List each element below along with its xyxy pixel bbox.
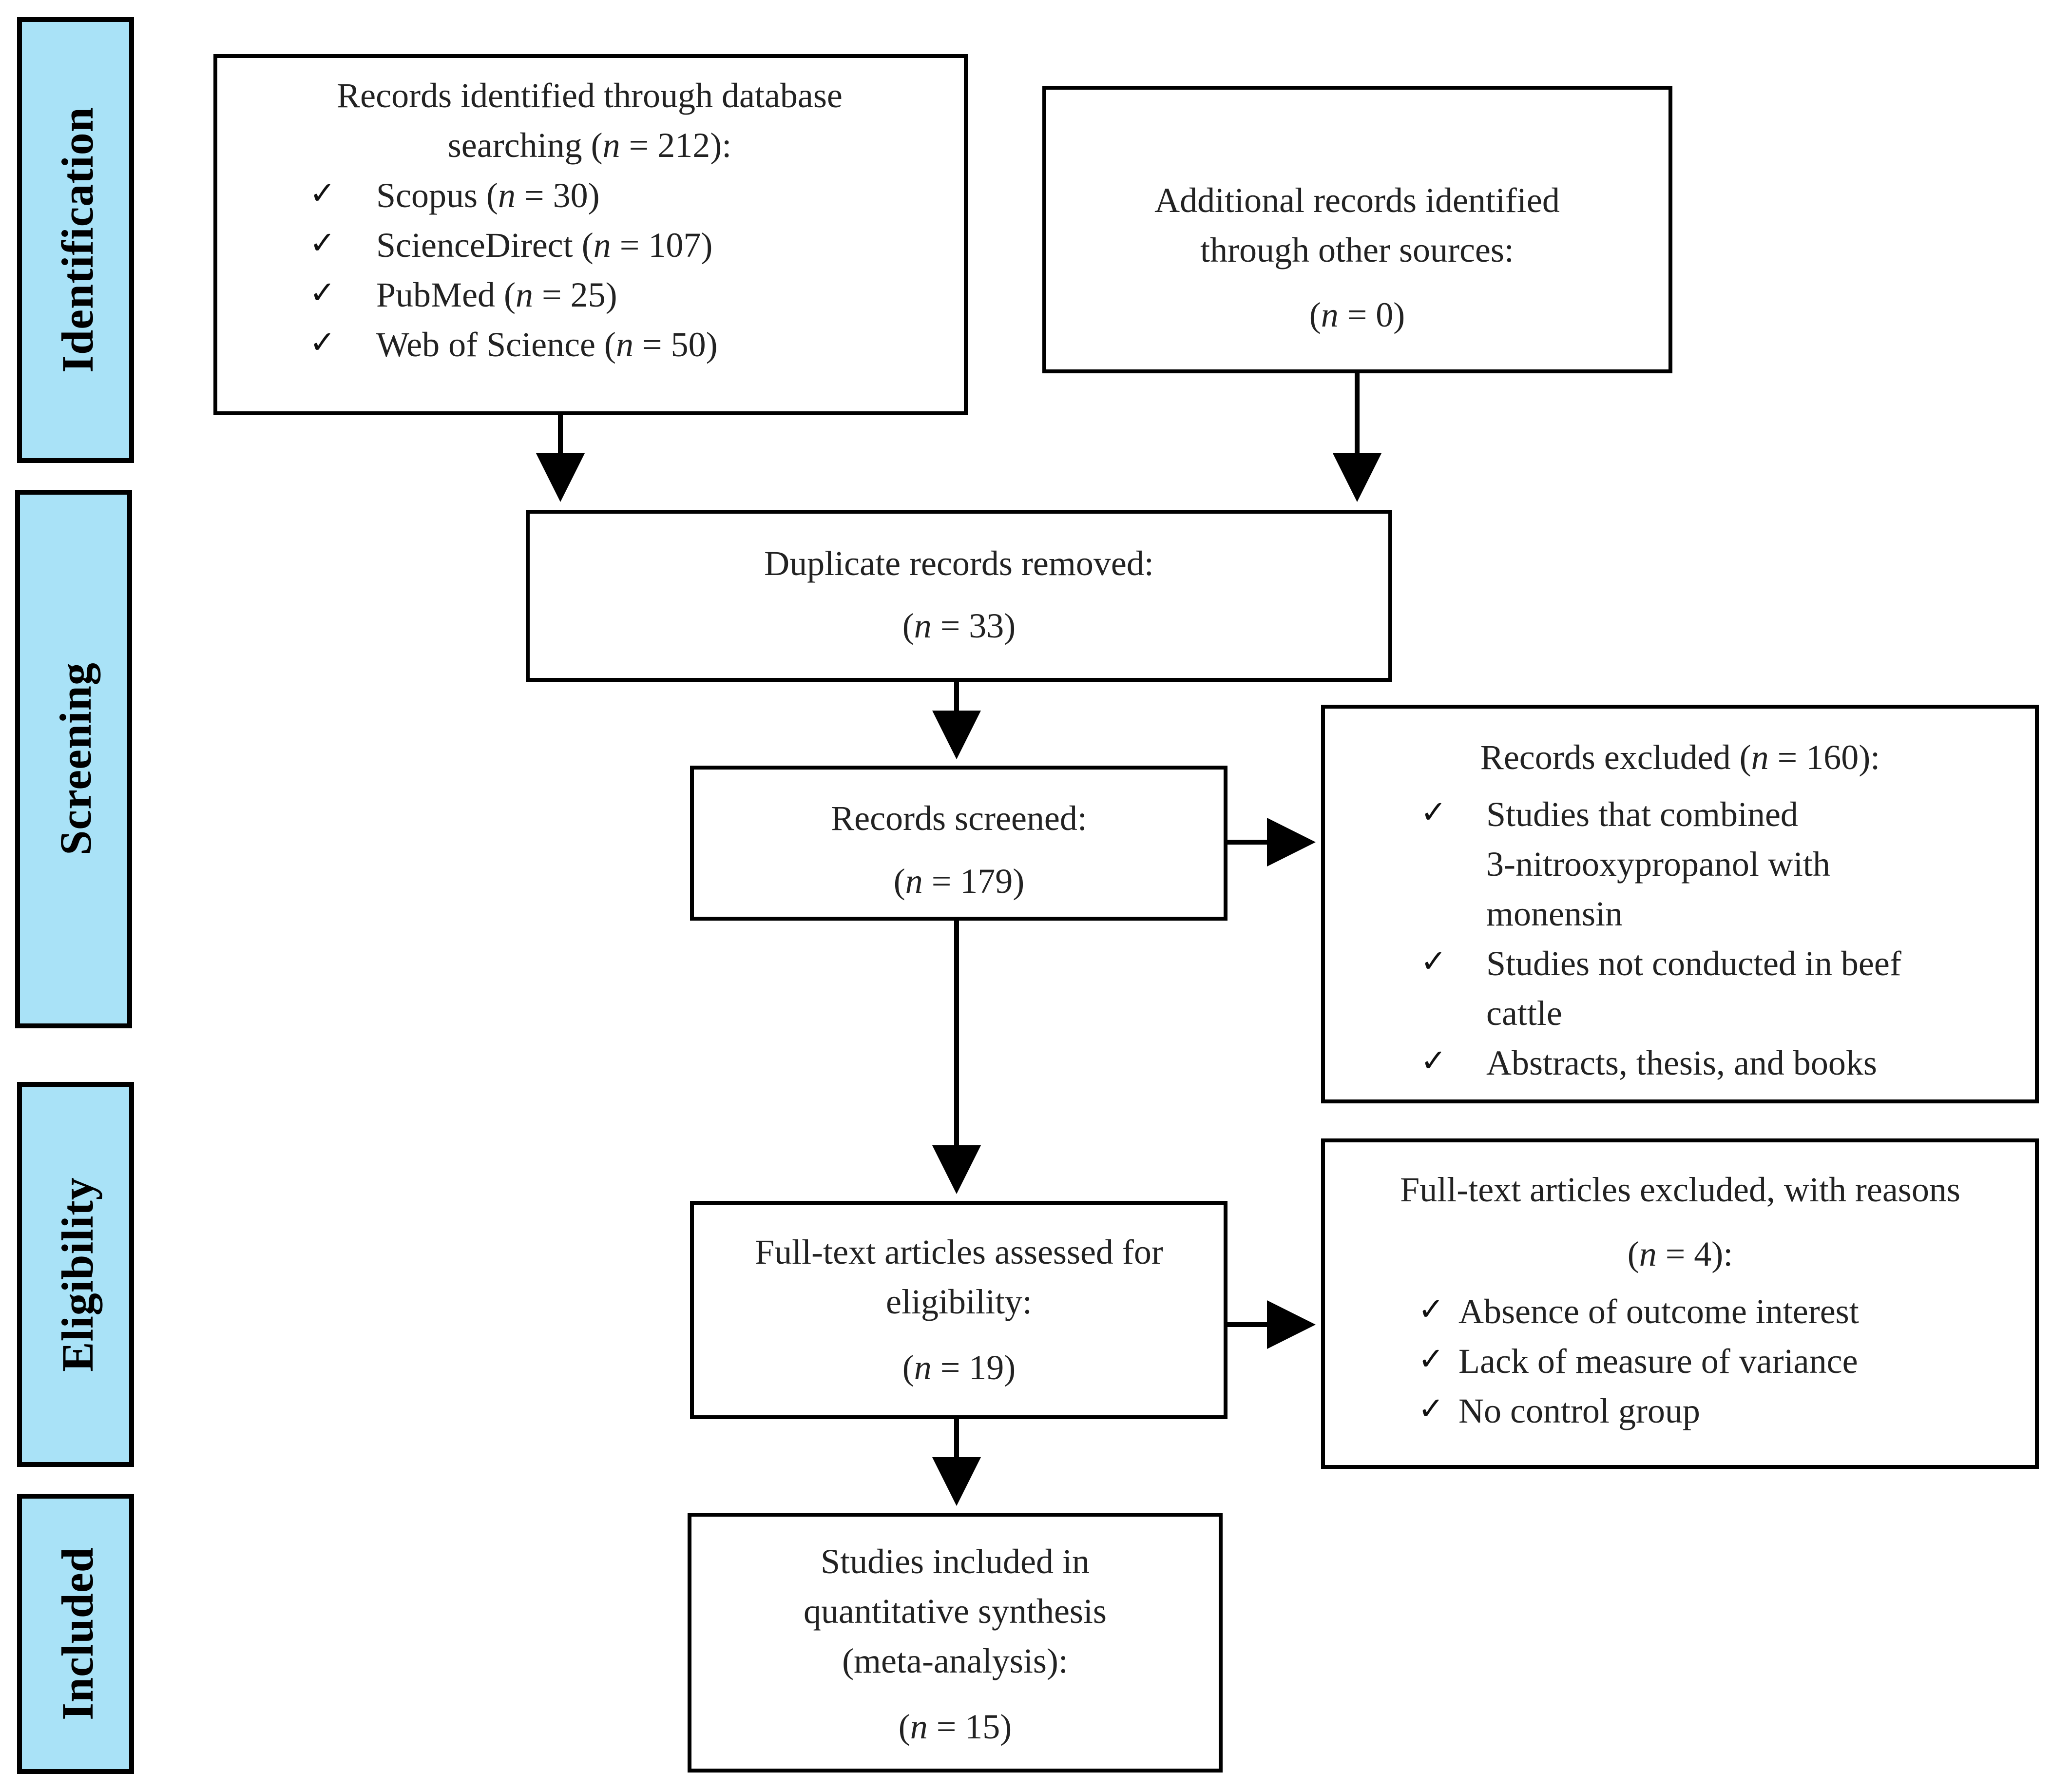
excluded-reason-line: 3-nitrooxypropanol with	[1486, 845, 1830, 884]
stage-included: Included	[17, 1494, 134, 1774]
check-icon: ✓	[1420, 794, 1447, 830]
box-records-screened: Records screened: (n = 179)	[690, 766, 1227, 921]
box-duplicates-removed: Duplicate records removed: (n = 33)	[526, 510, 1392, 682]
check-icon: ✓	[1418, 1391, 1444, 1427]
source-web-of-science: Web of Science (n = 50)	[376, 325, 718, 364]
stage-label-eligibility: Eligibility	[53, 1177, 102, 1372]
duplicates-count: (n = 33)	[902, 606, 1016, 645]
box-database-search: Records identified through database sear…	[213, 54, 968, 415]
box-fulltext-excluded: Full-text articles excluded, with reason…	[1321, 1138, 2039, 1469]
excluded-reason-line: monensin	[1486, 894, 1623, 933]
check-icon: ✓	[309, 275, 336, 311]
stage-identification: Identification	[17, 17, 134, 463]
box-other-sources: Additional records identified through ot…	[1042, 86, 1672, 373]
stage-screening: Screening	[15, 490, 132, 1028]
other-sources-line1: Additional records identified	[1154, 181, 1560, 220]
fulltext-excluded-count: (n = 4):	[1628, 1234, 1733, 1273]
fulltext-excluded-title: Full-text articles excluded, with reason…	[1400, 1170, 1960, 1209]
check-icon: ✓	[309, 175, 336, 212]
other-sources-line2: through other sources:	[1200, 231, 1514, 270]
duplicates-label: Duplicate records removed:	[764, 544, 1154, 583]
source-pubmed: PubMed (n = 25)	[376, 275, 617, 314]
check-icon: ✓	[1418, 1291, 1444, 1328]
check-icon: ✓	[1420, 1043, 1447, 1079]
other-sources-count: (n = 0)	[1309, 295, 1405, 334]
check-icon: ✓	[309, 325, 336, 361]
stage-label-identification: Identification	[53, 107, 102, 373]
stage-eligibility: Eligibility	[17, 1082, 134, 1467]
included-line3: (meta-analysis):	[842, 1641, 1068, 1680]
included-count: (n = 15)	[899, 1707, 1012, 1746]
fulltext-excluded-reason: Lack of measure of variance	[1458, 1342, 1858, 1381]
check-icon: ✓	[1418, 1341, 1444, 1377]
database-search-count: searching (n = 212):	[448, 126, 731, 165]
fulltext-line2: eligibility:	[886, 1282, 1032, 1321]
excluded-reason-line: Studies that combined	[1486, 795, 1798, 834]
check-icon: ✓	[1420, 944, 1447, 980]
check-icon: ✓	[309, 225, 336, 261]
stage-label-screening: Screening	[51, 662, 100, 855]
excluded-reason-line: cattle	[1486, 994, 1562, 1033]
box-studies-included: Studies included in quantitative synthes…	[688, 1513, 1223, 1773]
database-search-title: Records identified through database	[337, 76, 843, 115]
screened-count: (n = 179)	[894, 862, 1025, 901]
included-line2: quantitative synthesis	[804, 1592, 1107, 1631]
source-scopus: Scopus (n = 30)	[376, 176, 600, 215]
included-line1: Studies included in	[821, 1542, 1090, 1581]
fulltext-line1: Full-text articles assessed for	[755, 1233, 1163, 1272]
stage-label-included: Included	[53, 1547, 102, 1720]
screened-label: Records screened:	[831, 799, 1087, 838]
excluded-reason-line: Studies not conducted in beef	[1486, 944, 1901, 983]
fulltext-count: (n = 19)	[902, 1348, 1016, 1387]
fulltext-excluded-reason: Absence of outcome interest	[1458, 1292, 1859, 1331]
source-sciencedirect: ScienceDirect (n = 107)	[376, 226, 712, 265]
excluded-reason-line: Abstracts, thesis, and books	[1486, 1043, 1877, 1082]
fulltext-excluded-reason: No control group	[1458, 1391, 1700, 1430]
box-fulltext-assessed: Full-text articles assessed for eligibil…	[690, 1201, 1227, 1419]
excluded-title: Records excluded (n = 160):	[1480, 738, 1880, 777]
box-records-excluded: Records excluded (n = 160): ✓ Studies th…	[1321, 705, 2039, 1103]
